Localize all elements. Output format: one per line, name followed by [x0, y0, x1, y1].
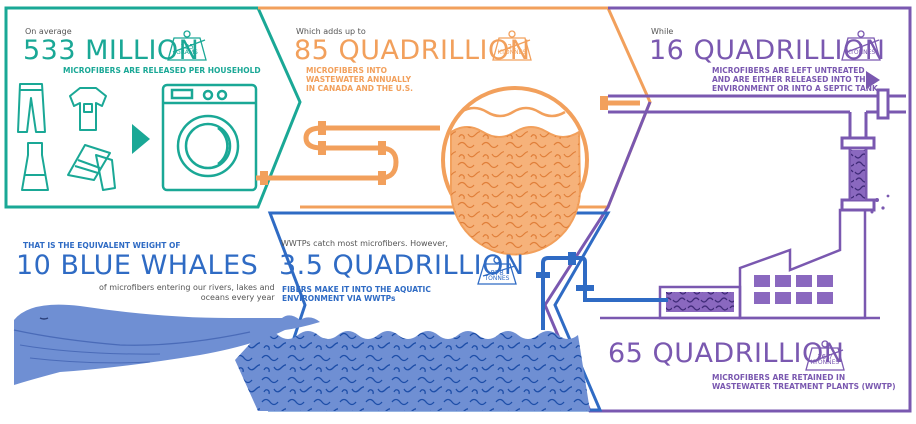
- purple-pipe: [608, 88, 906, 212]
- retained-number: 65 QUADRILLION: [608, 338, 845, 369]
- whales-intro: THAT IS THE EQUIVALENT WEIGHT OF: [23, 241, 181, 250]
- splash-dots: [840, 194, 890, 214]
- clothes-illustration: [17, 83, 116, 191]
- whales-caption: of microfibers entering our rivers, lake…: [99, 283, 275, 302]
- blue-whale: [13, 304, 320, 385]
- canada-caption: MICROFIBERS INTO WASTEWATER ANNUALLY IN …: [306, 66, 413, 93]
- environment-intro: WWTPs catch most microfibers. However,: [281, 239, 448, 248]
- retained-caption: MICROFIBERS ARE RETAINED IN WASTEWATER T…: [712, 373, 896, 391]
- household-number: 533 MILLION: [23, 35, 200, 66]
- arrow-right-icon: [866, 71, 880, 89]
- environment-number: 3.5 QUADRILLION: [279, 250, 525, 281]
- weight-icons: [167, 30, 881, 371]
- canada-intro: Which adds up to: [296, 27, 366, 36]
- blue-pipe: [541, 256, 668, 330]
- whales-number: 10 BLUE WHALES: [16, 250, 259, 281]
- pipe-joints: [260, 96, 608, 185]
- arrow-icon: [132, 124, 150, 154]
- household-caption: MICROFIBERS ARE RELEASED PER HOUSEHOLD: [63, 66, 261, 75]
- washing-machine: [161, 83, 258, 192]
- untreated-caption: MICROFIBERS ARE LEFT UNTREATED AND ARE E…: [712, 66, 878, 93]
- treatment-plant: [600, 208, 880, 320]
- household-intro: On average: [25, 27, 72, 36]
- canada-number: 85 QUADRILLION: [294, 35, 531, 66]
- blue-pipe-joints: [536, 252, 594, 291]
- untreated-intro: While: [651, 27, 674, 36]
- untreated-number: 16 QUADRILLION: [649, 35, 886, 66]
- environment-caption: FIBERS MAKE IT INTO THE AQUATIC ENVIRONM…: [282, 285, 431, 303]
